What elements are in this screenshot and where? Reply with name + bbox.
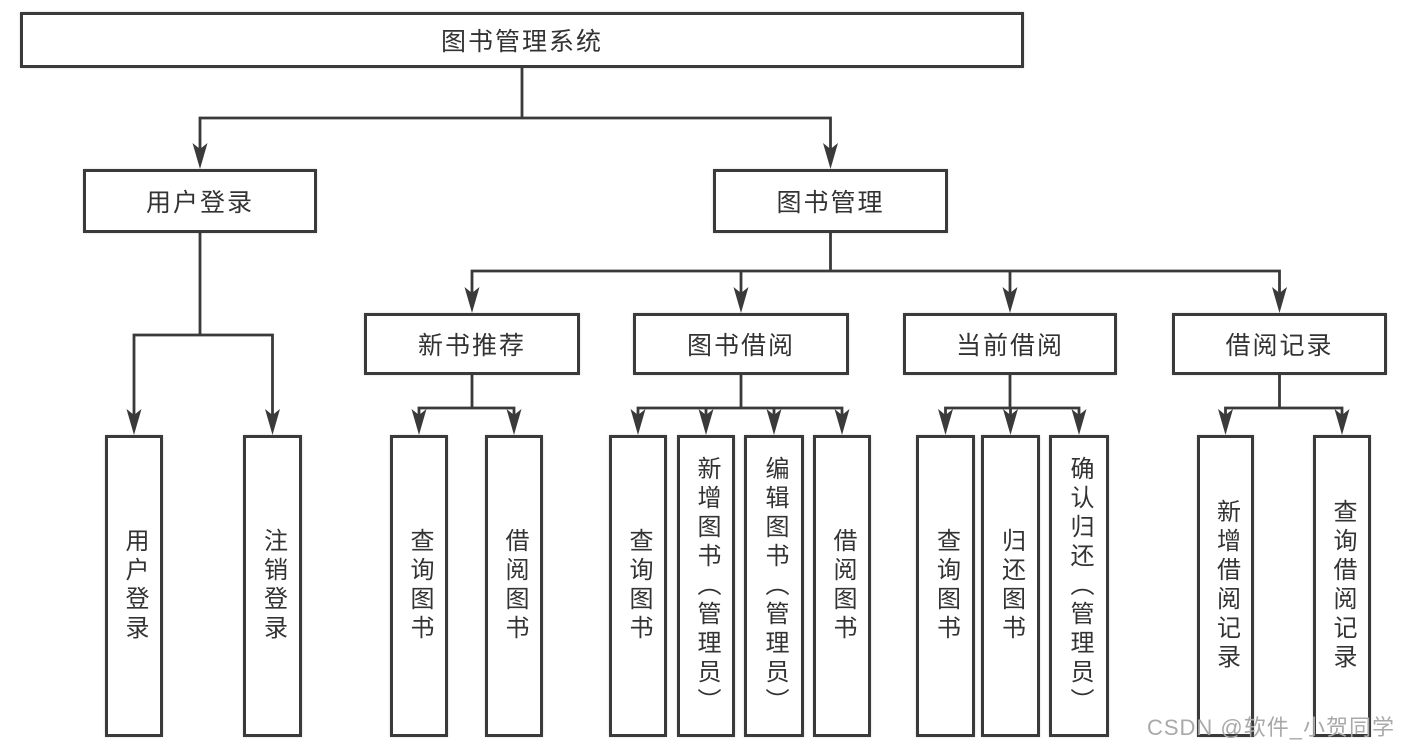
box-label-bb-borrow-book: 借阅图书	[829, 528, 856, 644]
arrowhead-nb-borrow-book	[506, 409, 522, 435]
box-current-borrow: 当前借阅	[903, 313, 1117, 375]
box-nb-borrow-book: 借阅图书	[485, 435, 543, 737]
box-ul-user-login: 用户登录	[105, 435, 163, 737]
box-label-book-borrow: 图书借阅	[686, 332, 795, 360]
connector-borrow-record	[1224, 375, 1344, 415]
box-label-cb-confirm-return: 确认归还（管理员）	[1066, 455, 1093, 717]
box-label-br-add-record: 新增借阅记录	[1212, 499, 1240, 673]
box-cb-query-book: 查询图书	[916, 435, 975, 737]
box-bb-borrow-book: 借阅图书	[813, 435, 871, 737]
box-book-borrow: 图书借阅	[633, 313, 849, 375]
box-borrow-record: 借阅记录	[1172, 313, 1387, 375]
connector-current-borrow	[944, 375, 1081, 415]
connector-book-borrow	[636, 375, 844, 415]
box-label-cb-return-book: 归还图书	[997, 528, 1025, 644]
box-label-borrow-record: 借阅记录	[1225, 332, 1334, 360]
arrowhead-book-mgmt	[823, 143, 838, 169]
box-user-login: 用户登录	[83, 169, 317, 233]
connector-user-login	[132, 233, 274, 415]
arrowhead-bb-query-book	[630, 409, 646, 435]
arrowhead-user-login	[192, 143, 208, 169]
box-book-mgmt: 图书管理	[713, 169, 948, 233]
box-label-bb-query-book: 查询图书	[625, 528, 652, 644]
arrowhead-cb-confirm-return	[1071, 409, 1087, 435]
box-bb-query-book: 查询图书	[609, 435, 667, 737]
connector-book-mgmt	[470, 233, 1281, 293]
arrowhead-borrow-record	[1272, 287, 1287, 313]
box-label-br-query-record: 查询借阅记录	[1329, 499, 1356, 673]
arrowhead-bb-edit-book-admin	[766, 409, 782, 435]
box-label-nb-borrow-book: 借阅图书	[501, 528, 528, 644]
box-bb-edit-book-admin: 编辑图书（管理员）	[744, 435, 804, 737]
connector-root	[198, 68, 832, 149]
box-nb-query-book: 查询图书	[390, 435, 448, 737]
arrowhead-br-add-record	[1218, 409, 1233, 435]
arrowhead-book-borrow	[733, 287, 749, 313]
arrowhead-nb-query-book	[411, 409, 427, 435]
arrowhead-bb-add-book-admin	[698, 409, 714, 435]
box-new-book-recommend: 新书推荐	[364, 313, 580, 375]
arrowhead-current-borrow	[1002, 287, 1018, 313]
box-label-book-mgmt: 图书管理	[776, 189, 885, 217]
box-label-new-book-recommend: 新书推荐	[417, 332, 526, 360]
box-root: 图书管理系统	[20, 12, 1024, 68]
box-br-add-record: 新增借阅记录	[1197, 435, 1254, 737]
box-bb-add-book-admin: 新增图书（管理员）	[677, 435, 735, 737]
box-label-current-borrow: 当前借阅	[955, 332, 1064, 360]
arrowhead-cb-query-book	[938, 409, 953, 435]
box-label-ul-user-login: 用户登录	[121, 528, 148, 644]
box-label-nb-query-book: 查询图书	[406, 528, 433, 644]
watermark: CSDN @软件_小贺同学	[1146, 715, 1395, 740]
box-label-user-login: 用户登录	[145, 189, 254, 217]
arrowhead-bb-borrow-book	[834, 409, 850, 435]
box-label-bb-add-book-admin: 新增图书（管理员）	[693, 455, 720, 717]
arrowhead-cb-return-book	[1003, 409, 1018, 435]
box-br-query-record: 查询借阅记录	[1313, 435, 1371, 737]
arrowhead-ul-user-login	[126, 409, 142, 435]
box-label-bb-edit-book-admin: 编辑图书（管理员）	[761, 455, 788, 717]
box-cb-return-book: 归还图书	[981, 435, 1040, 737]
box-ul-logout: 注销登录	[243, 435, 302, 737]
box-cb-confirm-return: 确认归还（管理员）	[1049, 435, 1109, 737]
connector-new-book-recommend	[417, 375, 516, 415]
box-label-ul-logout: 注销登录	[259, 528, 287, 644]
arrowhead-new-book-recommend	[464, 287, 480, 313]
arrowhead-br-query-record	[1334, 409, 1350, 435]
box-label-cb-query-book: 查询图书	[932, 528, 960, 644]
arrowhead-ul-logout	[265, 409, 280, 435]
box-label-root: 图书管理系统	[440, 28, 603, 56]
